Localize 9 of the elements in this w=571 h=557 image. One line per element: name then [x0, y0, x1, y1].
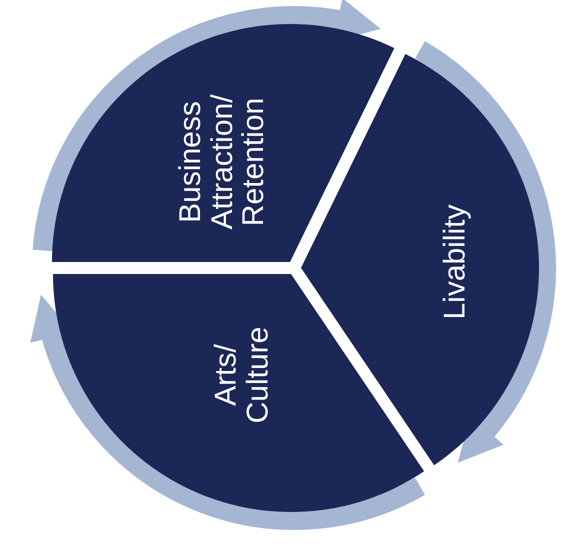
- curved-arrow: [32, 0, 382, 252]
- pie-segment: [52, 24, 395, 262]
- curved-arrow: [31, 295, 424, 530]
- segment-label: Arts/ Culture: [210, 326, 274, 424]
- pie-segment: [52, 274, 424, 512]
- pie-segment: [300, 54, 539, 465]
- segment-label: Business Attraction/ Retention: [174, 94, 270, 230]
- segment-label: Livability: [439, 204, 471, 320]
- curved-arrow: [414, 41, 556, 464]
